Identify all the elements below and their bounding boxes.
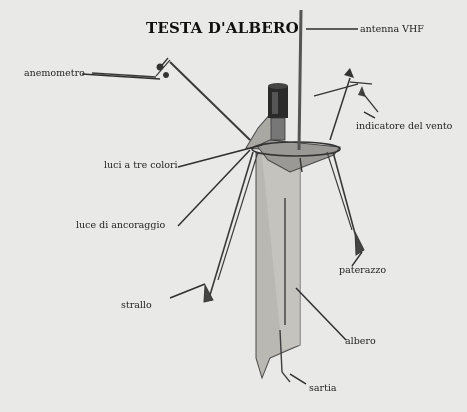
rigging — [203, 151, 365, 383]
anemometer — [91, 57, 251, 141]
label-shroud: sartia — [309, 383, 337, 394]
leader-lines — [81, 28, 376, 385]
label-tricolor-lights: luci a tre colori — [104, 160, 178, 171]
label-wind-indicator: indicatore del vento — [356, 121, 453, 132]
tricolor-light — [268, 83, 288, 141]
label-vhf-antenna: antenna VHF — [360, 24, 424, 35]
diagram-title: TESTA D'ALBERO — [146, 19, 299, 37]
label-anemometer: anemometro — [24, 68, 85, 79]
label-anchor-light: luce di ancoraggio — [76, 220, 166, 231]
mast — [255, 152, 301, 380]
wind-indicator — [313, 68, 379, 141]
label-mast: albero — [345, 336, 376, 347]
label-forestay: strallo — [121, 300, 152, 311]
vhf-antenna — [297, 9, 303, 151]
label-topping-lift: paterazzo — [339, 265, 387, 276]
